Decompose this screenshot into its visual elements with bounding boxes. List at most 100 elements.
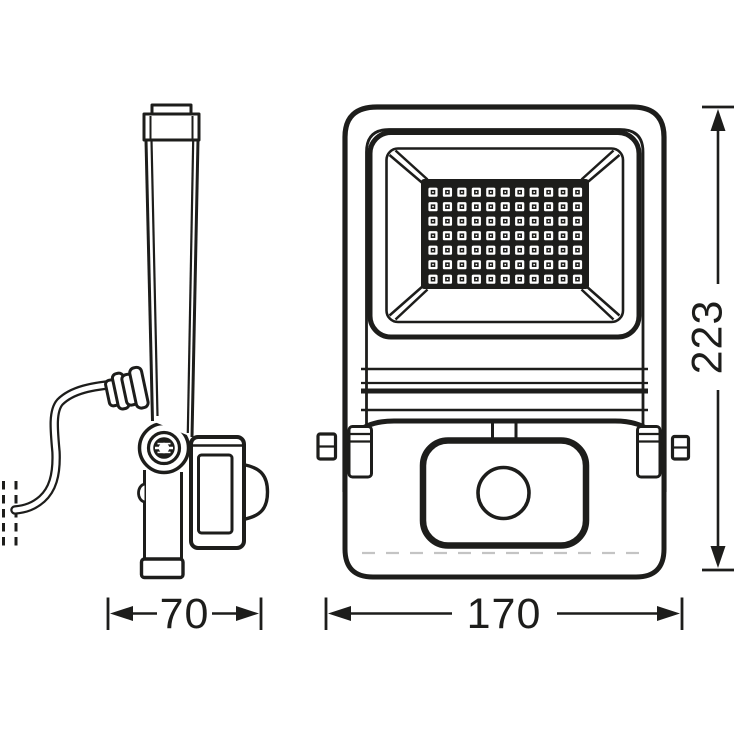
led-dot xyxy=(461,263,463,266)
led-dot xyxy=(432,263,434,266)
bracket-lug xyxy=(137,482,146,504)
led-dot xyxy=(504,205,507,208)
led-dot xyxy=(562,205,564,208)
led-dot xyxy=(475,278,478,280)
led-dot xyxy=(562,278,564,280)
led-dot xyxy=(446,205,449,208)
led-dot xyxy=(576,249,579,251)
led-dot xyxy=(518,234,521,237)
led-dot xyxy=(504,249,507,251)
arrow-up xyxy=(710,109,726,131)
body-edge xyxy=(190,139,200,438)
led-dot xyxy=(504,220,507,222)
led-dot xyxy=(432,249,434,251)
body-edge-inner xyxy=(186,139,195,434)
side-view xyxy=(2,103,270,580)
led-dot xyxy=(576,278,579,280)
led-dot xyxy=(461,249,463,251)
led-dot xyxy=(518,220,521,222)
led-dot xyxy=(475,234,478,237)
facet-line xyxy=(388,154,424,185)
body-face xyxy=(146,140,198,437)
mounting-tab-left xyxy=(347,425,373,479)
led-dot xyxy=(576,263,579,266)
led-dot xyxy=(547,263,550,266)
glass-frame-inner xyxy=(385,147,625,324)
led-dot xyxy=(533,191,535,193)
led-dot xyxy=(490,263,492,266)
led-dot xyxy=(533,234,535,237)
led-dot xyxy=(562,263,564,266)
cable-core xyxy=(12,381,121,513)
front-view xyxy=(316,104,691,580)
sensor-box-inner xyxy=(197,453,234,535)
led-dot xyxy=(504,278,507,280)
body-edge-inner xyxy=(150,139,159,417)
facet-line xyxy=(394,288,429,321)
led-dot xyxy=(518,191,521,193)
cable-outline xyxy=(10,379,123,515)
led-dot xyxy=(547,278,550,280)
facet-line xyxy=(388,285,424,317)
lamp-body-side xyxy=(142,103,201,438)
led-dot xyxy=(490,249,492,251)
arrow-left xyxy=(110,606,133,621)
heatsink-fins xyxy=(361,367,648,412)
led-dot xyxy=(475,263,478,266)
led-dot xyxy=(446,278,449,280)
led-dot xyxy=(576,191,579,193)
mounting-tab-right xyxy=(636,425,662,479)
led-dot xyxy=(562,220,564,222)
dimension-width: 170 xyxy=(324,590,684,638)
facet-line xyxy=(585,285,621,317)
led-dot xyxy=(504,191,507,193)
sensor-housing-side xyxy=(189,435,270,550)
led-dot xyxy=(518,249,521,251)
cable-gland xyxy=(104,365,150,411)
housing-inner-wall xyxy=(365,128,645,433)
led-dot xyxy=(490,278,492,280)
led-dot xyxy=(533,263,535,266)
led-dot xyxy=(446,249,449,251)
led-grid xyxy=(428,187,583,284)
tab-outline xyxy=(347,425,373,479)
sensor-compartment xyxy=(342,418,667,580)
led-dot xyxy=(562,234,564,237)
wall-plug-tab-left xyxy=(316,432,338,461)
led-dot xyxy=(533,205,535,208)
led-dot xyxy=(446,234,449,237)
led-panel xyxy=(421,179,589,289)
led-dot xyxy=(432,278,434,280)
led-dot xyxy=(504,263,507,266)
power-cable xyxy=(10,379,123,515)
led-dot xyxy=(518,263,521,266)
gland-rib xyxy=(128,365,150,410)
reflector-facets xyxy=(388,149,621,321)
dimension-width-label: 170 xyxy=(467,590,542,638)
led-dot xyxy=(461,191,463,193)
led-dot xyxy=(504,234,507,237)
led-dot xyxy=(475,191,478,193)
facet-line xyxy=(580,288,615,321)
led-dot xyxy=(475,220,478,222)
arrow-right xyxy=(236,606,259,621)
arrow-down xyxy=(710,546,726,568)
led-dot xyxy=(432,205,434,208)
facet-line xyxy=(580,149,615,181)
led-dot xyxy=(432,191,434,193)
led-dot xyxy=(446,191,449,193)
led-dot xyxy=(490,234,492,237)
led-dot xyxy=(490,191,492,193)
led-dot xyxy=(518,205,521,208)
led-dot xyxy=(461,220,463,222)
arrow-right xyxy=(657,606,680,621)
mounting-bracket xyxy=(137,470,185,580)
led-dot xyxy=(461,205,463,208)
led-dot xyxy=(490,205,492,208)
sensor-dome xyxy=(242,462,270,522)
pivot-screw xyxy=(146,430,182,466)
led-dot xyxy=(533,220,535,222)
dimension-depth: 70 xyxy=(106,590,263,638)
led-dot xyxy=(547,220,550,222)
